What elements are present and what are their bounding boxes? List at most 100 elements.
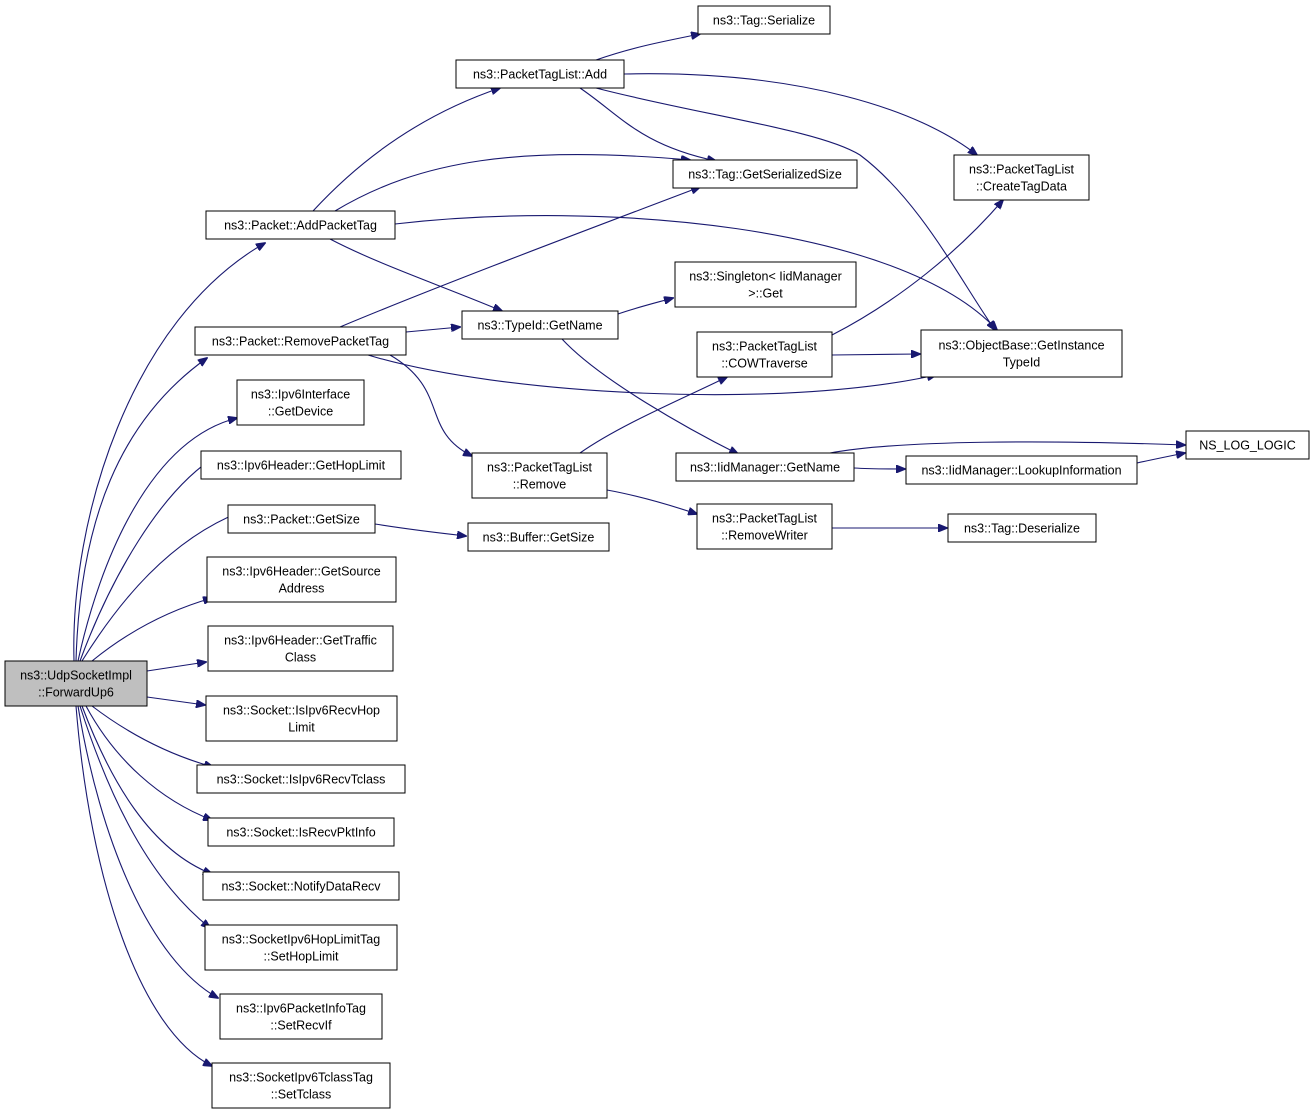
node-label: ::CreateTagData — [976, 180, 1067, 194]
node-label: ns3::Ipv6Header::GetSource — [222, 565, 380, 579]
edge-lookupinformation-to-ns_log_logic — [1136, 453, 1185, 464]
edge-addpackettag-to-typeid_getname — [329, 238, 502, 311]
node-box — [672, 159, 858, 189]
node-tag-getserializedsize[interactable]: ns3::Tag::GetSerializedSize — [672, 159, 858, 189]
edge-ptl_add-to-tag_serialize — [595, 34, 700, 61]
node-box — [205, 695, 398, 742]
edge-removepackettag-to-typeid_getname — [405, 327, 460, 333]
edge-iidmanager_getname-to-ns_log_logic — [829, 442, 1185, 454]
node-removepackettag[interactable]: ns3::Packet::RemovePacketTag — [194, 326, 407, 356]
node-label: ::ForwardUp6 — [38, 686, 114, 700]
edge-addpackettag-to-tag_getserializedsize — [334, 153, 690, 212]
node-sethoplimit[interactable]: ns3::SocketIpv6HopLimitTag::SetHopLimit — [204, 924, 398, 971]
node-label: ns3::PacketTagList — [969, 163, 1074, 177]
node-box — [202, 871, 400, 901]
edge-ptl_cowtraverse-to-getinstancetypeid — [831, 354, 920, 355]
node-ptl-createtagdata[interactable]: ns3::PacketTagList::CreateTagData — [953, 154, 1090, 201]
node-addpackettag[interactable]: ns3::Packet::AddPacketTag — [205, 210, 396, 240]
node-box — [4, 660, 148, 707]
node-ptl-remove[interactable]: ns3::PacketTagList::Remove — [471, 452, 608, 499]
node-box — [455, 59, 625, 89]
node-label: ::GetDevice — [268, 405, 333, 419]
node-label: ::COWTraverse — [721, 357, 807, 371]
node-tag-deserialize[interactable]: ns3::Tag::Deserialize — [947, 513, 1097, 543]
node-lookupinformation[interactable]: ns3::IidManager::LookupInformation — [905, 455, 1138, 485]
node-isipv6recvtclass[interactable]: ns3::Socket::IsIpv6RecvTclass — [196, 764, 406, 794]
node-iidmanager-getname[interactable]: ns3::IidManager::GetName — [675, 452, 855, 482]
edge-forwardup6-to-settclass — [75, 705, 212, 1066]
edge-forwardup6-to-gethoplimit — [79, 455, 218, 662]
node-label: Limit — [288, 721, 315, 735]
node-singleton-get[interactable]: ns3::Singleton< IidManager>::Get — [674, 261, 857, 308]
edge-iidmanager_getname-to-lookupinformation — [853, 468, 905, 469]
node-label: ns3::Ipv6Header::GetHopLimit — [217, 459, 386, 473]
node-setrecvif[interactable]: ns3::Ipv6PacketInfoTag::SetRecvIf — [219, 993, 383, 1040]
node-box — [227, 504, 376, 534]
node-label: ns3::Tag::GetSerializedSize — [688, 168, 842, 182]
edge-addpackettag-to-getinstancetypeid — [394, 215, 997, 330]
node-ptl-cowtraverse[interactable]: ns3::PacketTagList::COWTraverse — [696, 331, 833, 378]
node-box — [207, 817, 395, 847]
node-label: ns3::Socket::IsIpv6RecvHop — [223, 704, 380, 718]
node-label: ns3::IidManager::LookupInformation — [921, 464, 1121, 478]
node-label: ns3::PacketTagList::Add — [473, 68, 607, 82]
node-settclass[interactable]: ns3::SocketIpv6TclassTag::SetTclass — [211, 1062, 391, 1109]
edge-ptl_remove-to-ptl_cowtraverse — [579, 377, 727, 454]
node-ptl-removewriter[interactable]: ns3::PacketTagList::RemoveWriter — [696, 503, 833, 550]
node-label: ns3::ObjectBase::GetInstance — [938, 339, 1104, 353]
node-box — [947, 513, 1097, 543]
node-box — [200, 450, 402, 480]
node-label: ns3::Ipv6PacketInfoTag — [236, 1002, 366, 1016]
node-label: ns3::UdpSocketImpl — [20, 669, 132, 683]
node-label: ::RemoveWriter — [721, 529, 808, 543]
node-buffer-getsize[interactable]: ns3::Buffer::GetSize — [467, 522, 610, 552]
edge-removepackettag-to-ptl_remove — [389, 354, 472, 456]
node-label: ns3::PacketTagList — [712, 340, 817, 354]
node-box — [696, 503, 833, 550]
node-forwardup6[interactable]: ns3::UdpSocketImpl::ForwardUp6 — [4, 660, 148, 707]
node-ns-log-logic[interactable]: NS_LOG_LOGIC — [1185, 430, 1310, 460]
node-box — [194, 326, 407, 356]
edge-forwardup6-to-removepackettag — [75, 358, 207, 662]
node-label: ::SetRecvIf — [270, 1019, 332, 1033]
edge-typeid_getname-to-iidmanager_getname — [561, 338, 738, 454]
node-tag-serialize[interactable]: ns3::Tag::Serialize — [697, 5, 831, 35]
node-box — [206, 556, 397, 603]
node-box — [1185, 430, 1310, 460]
edges-layer — [73, 34, 1185, 1066]
node-label: ns3::IidManager::GetName — [690, 461, 840, 475]
node-box — [953, 154, 1090, 201]
node-label: NS_LOG_LOGIC — [1199, 439, 1296, 453]
edge-addpackettag-to-ptl_add — [312, 88, 500, 212]
node-typeid-getname[interactable]: ns3::TypeId::GetName — [461, 310, 619, 340]
node-ipv6if-getdevice[interactable]: ns3::Ipv6Interface::GetDevice — [236, 379, 365, 426]
node-label: ns3::Socket::IsIpv6RecvTclass — [217, 773, 386, 787]
node-notifydatarecv[interactable]: ns3::Socket::NotifyDataRecv — [202, 871, 400, 901]
node-box — [905, 455, 1138, 485]
node-box — [696, 331, 833, 378]
node-label: ns3::Packet::RemovePacketTag — [212, 335, 389, 349]
node-label: ns3::SocketIpv6HopLimitTag — [222, 933, 380, 947]
edge-forwardup6-to-gettrafficclass — [146, 662, 206, 672]
node-label: ns3::Ipv6Interface — [251, 388, 350, 402]
nodes-layer: ns3::UdpSocketImpl::ForwardUp6 ns3::Packe… — [4, 5, 1310, 1109]
node-box — [461, 310, 619, 340]
node-label: ns3::PacketTagList — [487, 461, 592, 475]
node-box — [205, 210, 396, 240]
node-label: ns3::Ipv6Header::GetTraffic — [224, 634, 377, 648]
node-packet-getsize[interactable]: ns3::Packet::GetSize — [227, 504, 376, 534]
node-gethoplimit[interactable]: ns3::Ipv6Header::GetHopLimit — [200, 450, 402, 480]
node-box — [675, 452, 855, 482]
edge-forwardup6-to-isipv6recvhoplimit — [146, 696, 205, 705]
edge-typeid_getname-to-singleton_get — [617, 298, 673, 315]
node-ptl-add[interactable]: ns3::PacketTagList::Add — [455, 59, 625, 89]
node-isrecvpktinfo[interactable]: ns3::Socket::IsRecvPktInfo — [207, 817, 395, 847]
node-label: ns3::Singleton< IidManager — [689, 270, 842, 284]
node-label: ::Remove — [513, 478, 567, 492]
edge-ptl_add-to-getinstancetypeid — [595, 87, 995, 330]
